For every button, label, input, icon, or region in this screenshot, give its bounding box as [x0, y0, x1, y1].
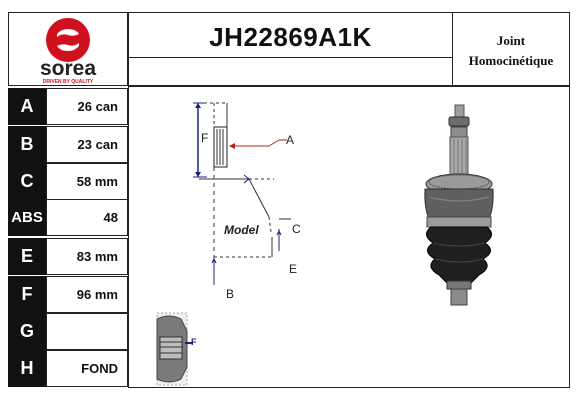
product-code: JH22869A1K — [209, 22, 372, 52]
spec-value: 83 mm — [46, 238, 128, 275]
spec-row-h: H FOND — [8, 350, 128, 388]
diagram-label-c: C — [292, 222, 301, 236]
diagram-label-f: F — [201, 131, 208, 145]
spec-value: 48 — [46, 199, 128, 236]
spec-row-b: B 23 can — [8, 126, 128, 164]
cross-section-thumbnail: F — [156, 312, 197, 386]
product-code-box: JH22869A1K — [128, 12, 453, 58]
spec-row-f: F 96 mm — [8, 276, 128, 314]
spec-label: G — [8, 313, 46, 350]
brand-logo-box: sorea DRIVEN BY QUALITY — [8, 12, 128, 86]
product-type-line2: Homocinétique — [468, 53, 554, 68]
logo-tagline: DRIVEN BY QUALITY — [43, 79, 94, 85]
thumbnail-label-f: F — [191, 337, 197, 347]
spec-label: ABS — [8, 199, 46, 236]
spec-row-c: C 58 mm — [8, 163, 128, 201]
spec-label: A — [8, 88, 46, 125]
logo-wordmark: sorea — [40, 57, 96, 80]
diagram-label-a: A — [286, 133, 294, 147]
technical-drawing-area: F A C E B Model F — [128, 86, 570, 388]
product-type-line1: Joint — [496, 33, 526, 48]
diagram-label-e: E — [289, 262, 297, 276]
spec-value: FOND — [46, 350, 128, 387]
logo-badge — [46, 18, 90, 62]
diagram-model-label: Model — [224, 223, 259, 237]
cv-joint-photo — [424, 104, 494, 306]
product-type-box: Joint Homocinétique — [452, 12, 570, 86]
spec-label: H — [8, 350, 46, 387]
spec-label: C — [8, 163, 46, 200]
spec-label: B — [8, 126, 46, 163]
spec-value: 58 mm — [46, 163, 128, 200]
spec-row-g: G — [8, 313, 128, 351]
technical-drawing: F A C E B Model F — [156, 102, 494, 386]
spec-row-abs: ABS 48 — [8, 199, 128, 237]
spec-label: E — [8, 238, 46, 275]
spec-label: F — [8, 276, 46, 313]
spec-row-e: E 83 mm — [8, 238, 128, 276]
brand-logo: sorea DRIVEN BY QUALITY — [40, 18, 96, 85]
joint-schematic — [193, 102, 291, 287]
spec-value: 26 can — [46, 88, 128, 125]
spec-row-a: A 26 can — [8, 88, 128, 126]
product-code-subcell — [128, 57, 453, 86]
spec-value: 96 mm — [46, 276, 128, 313]
spec-value: 23 can — [46, 126, 128, 163]
diagram-label-b: B — [226, 287, 234, 301]
spec-value — [46, 313, 128, 350]
